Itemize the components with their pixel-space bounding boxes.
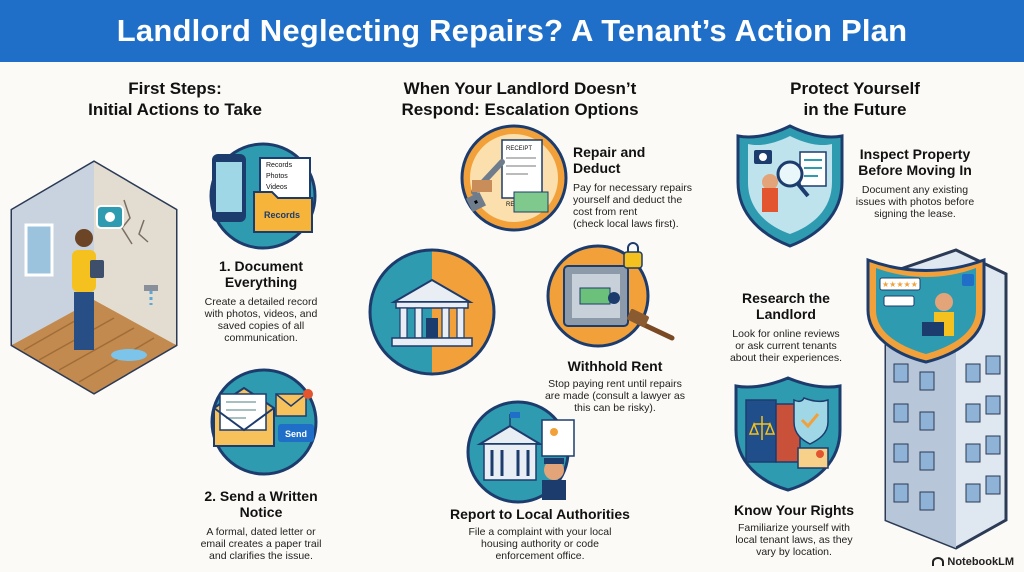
step-inspect-property: Inspect Property Before Moving In Docume… — [855, 146, 975, 220]
repair-deduct-icon: RECEIPT RENT — [460, 124, 568, 232]
page-title: Landlord Neglecting Repairs? A Tenant’s … — [116, 13, 908, 48]
step-report-authorities: Report to Local Authorities File a compl… — [450, 506, 630, 562]
records-label: Records — [266, 162, 293, 169]
step-repair-deduct: Repair and Deduct Pay for necessary repa… — [573, 144, 693, 230]
document-everything-icon: Records Photos Videos Records — [209, 142, 317, 250]
courthouse-icon — [368, 248, 496, 376]
folder-label: Records — [264, 210, 300, 220]
photos-label: Photos — [266, 173, 288, 180]
step-withhold-rent: Withhold Rent Stop paying rent until rep… — [544, 358, 686, 414]
title-banner: Landlord Neglecting Repairs? A Tenant’s … — [0, 0, 1024, 62]
notebooklm-logo-icon — [932, 557, 945, 566]
report-authorities-icon — [466, 400, 575, 504]
step-document-everything: 1. Document Everything Create a detailed… — [204, 258, 318, 344]
know-rights-shield-icon — [734, 376, 842, 492]
step-research-landlord: Research the Landlord Look for online re… — [729, 290, 843, 364]
apartment-building-illustration: ★★★★★ — [866, 248, 1008, 550]
receipt-label: RECEIPT — [506, 146, 532, 152]
column-heading-protect: Protect Yourself in the Future — [790, 79, 920, 119]
videos-label: Videos — [266, 184, 288, 191]
inspect-property-shield-icon — [736, 124, 844, 248]
step-written-notice: 2. Send a Written Notice A formal, dated… — [200, 488, 322, 562]
written-notice-icon: Send — [210, 368, 318, 476]
withhold-rent-icon — [546, 242, 675, 348]
brand-watermark: NotebookLM — [932, 556, 1014, 568]
send-label: Send — [285, 429, 307, 439]
column-heading-escalation: When Your Landlord Doesn’t Respond: Esca… — [401, 79, 639, 119]
column-heading-first-steps: First Steps: Initial Actions to Take — [88, 79, 262, 119]
room-illustration — [10, 160, 178, 395]
step-know-rights: Know Your Rights Familiarize yourself wi… — [733, 502, 855, 558]
rating-stars-icon: ★★★★★ — [882, 280, 918, 289]
